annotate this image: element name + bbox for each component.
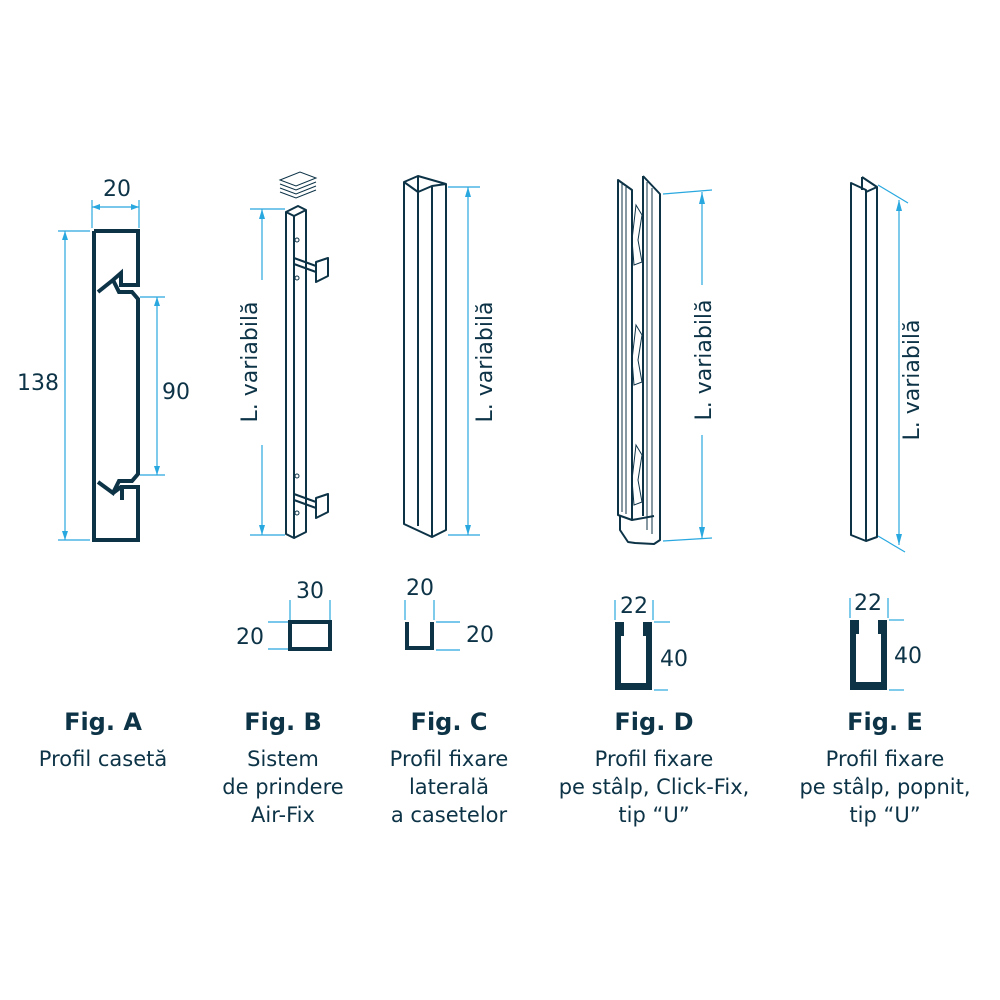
fig-d-caption-line: Profil fixare — [595, 747, 714, 771]
fig-e-length-label: L. variabilă — [900, 319, 925, 440]
fig-c-section-width: 20 — [406, 576, 434, 601]
captions: Fig. A Profil casetă Fig. B Sistem de pr… — [39, 708, 971, 827]
fig-c-caption-line: a casetelor — [391, 803, 508, 827]
fig-a-label: Fig. A — [64, 708, 142, 736]
fig-b-airfix-drawing: L. variabilă 30 20 — [236, 171, 332, 651]
fig-e-profile-drawing: L. variabilă 22 40 — [849, 176, 925, 691]
fig-b-section-width: 30 — [296, 579, 324, 604]
fig-d-profile-drawing: L. variabilă 22 40 — [614, 175, 717, 691]
fig-c-profile-drawing: L. variabilă 20 20 — [403, 175, 498, 651]
fig-e-section-height: 40 — [894, 644, 922, 669]
fig-a-caption-line: Profil casetă — [39, 747, 167, 771]
fig-e-caption-line: Profil fixare — [826, 747, 945, 771]
fig-e-section-width: 22 — [854, 591, 882, 616]
fig-a-inner-label: 90 — [162, 380, 190, 405]
fig-a-height-label: 138 — [17, 371, 59, 396]
fig-e-caption-line: pe stâlp, popnit, — [799, 775, 970, 799]
fig-d-length-label: L. variabilă — [692, 299, 717, 420]
fig-e-label: Fig. E — [847, 708, 923, 736]
fig-b-caption-line: de prindere — [222, 775, 343, 799]
fig-b-caption-line: Sistem — [247, 747, 319, 771]
fig-d-section-width: 22 — [620, 594, 648, 619]
fig-a-profile-drawing: 20 138 90 — [17, 177, 190, 542]
fig-a-width-label: 20 — [103, 177, 131, 202]
fig-b-section-height: 20 — [236, 625, 264, 650]
fig-c-caption-line: Profil fixare — [390, 747, 509, 771]
fig-b-caption-line: Air-Fix — [251, 803, 315, 827]
fig-d-section-height: 40 — [660, 647, 688, 672]
fig-d-label: Fig. D — [614, 708, 693, 736]
fig-c-caption-line: laterală — [409, 775, 489, 799]
fig-c-length-label: L. variabilă — [473, 301, 498, 422]
plates-stack-icon — [278, 171, 318, 199]
fig-c-section-height: 20 — [466, 623, 494, 648]
fig-d-caption-line: pe stâlp, Click-Fix, — [559, 775, 750, 799]
fig-e-caption-line: tip “U” — [849, 803, 920, 827]
fig-c-label: Fig. C — [411, 708, 488, 736]
fig-b-label: Fig. B — [244, 708, 322, 736]
fig-b-length-label: L. variabilă — [238, 301, 263, 422]
fig-d-caption-line: tip “U” — [618, 803, 689, 827]
